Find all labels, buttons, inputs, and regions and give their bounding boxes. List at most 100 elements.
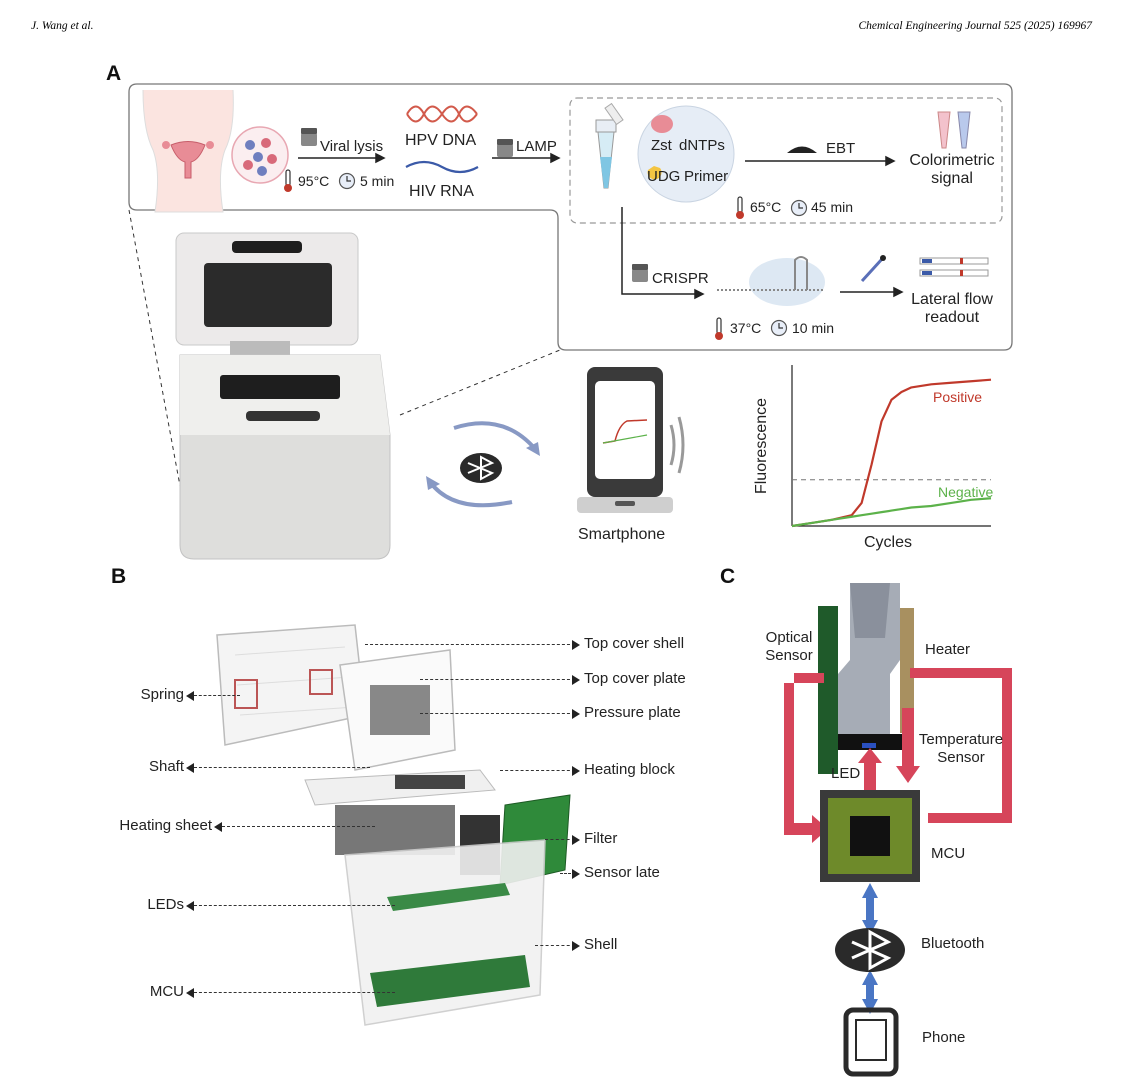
- mcu-board: [370, 955, 530, 1007]
- temperature-line-2: Sensor: [937, 749, 985, 766]
- hpv-dna-label: HPV DNA: [405, 132, 477, 149]
- dropper-icon: [860, 255, 886, 283]
- phone-block-icon: [843, 1007, 899, 1077]
- clock-icon-lamp: [790, 199, 808, 217]
- signal-line: signal: [931, 170, 973, 187]
- label-shaft: Shaft: [148, 758, 184, 775]
- leader-arrowhead: [572, 766, 580, 776]
- leader-line: [194, 992, 395, 993]
- leader-arrowhead: [572, 941, 580, 951]
- colorimetric-line: Colorimetric: [909, 152, 995, 169]
- bluetooth-sync-arrows: [426, 421, 540, 508]
- dna-helix-icon: [406, 105, 478, 123]
- label-filter: Filter: [584, 830, 618, 847]
- series-label-negative: Negative: [938, 484, 994, 500]
- leader-arrowhead: [572, 835, 580, 845]
- dntps-label: dNTPs: [679, 137, 725, 154]
- label-sensor-late: Sensor late: [584, 864, 660, 881]
- panel-label-b: B: [111, 565, 127, 588]
- amplification-chart: [791, 365, 992, 528]
- virus-particles-illustration: [231, 126, 289, 184]
- zst-label: Zst: [651, 137, 672, 154]
- exploded-device-view: [216, 624, 571, 1026]
- lysis-temperature: 95°C: [298, 173, 330, 189]
- lamp-temperature: 65°C: [750, 199, 782, 215]
- heater-device-icon: [301, 128, 317, 146]
- leader-line: [560, 873, 575, 874]
- leader-line: [194, 767, 370, 768]
- leader-line: [365, 644, 575, 645]
- label-pressure-plate: Pressure plate: [584, 704, 681, 721]
- colorimetric-signal-label: Colorimetric signal: [900, 152, 1004, 188]
- leader-arrowhead: [186, 901, 194, 911]
- led-label: LED: [831, 765, 861, 782]
- leader-arrowhead: [186, 763, 194, 773]
- series-line-negative: [791, 497, 992, 528]
- mcu-label: MCU: [931, 845, 966, 862]
- series-label-positive: Positive: [933, 389, 983, 405]
- temperature-sensor-label: Temperature Sensor: [910, 731, 1012, 767]
- primer-label: Primer: [684, 168, 729, 185]
- phone-label: Phone: [922, 1029, 966, 1046]
- bluetooth-icon: [460, 453, 502, 483]
- colorimetric-tubes-icon: [937, 111, 971, 149]
- label-top-cover-shell: Top cover shell: [584, 635, 685, 652]
- heater-label: Heater: [925, 641, 971, 658]
- leader-arrowhead: [572, 640, 580, 650]
- reaction-tube-icon: [595, 102, 624, 189]
- leader-line: [420, 679, 575, 680]
- leader-line: [194, 695, 240, 696]
- clock-icon-crispr: [770, 319, 788, 337]
- temperature-line-1: Temperature: [918, 731, 1004, 748]
- crispr-time: 10 min: [792, 320, 835, 336]
- clock-icon: [338, 172, 356, 190]
- lamp-label: LAMP: [516, 138, 557, 155]
- chart-xlabel: Cycles: [864, 534, 913, 551]
- label-heating-sheet: Heating sheet: [119, 817, 212, 834]
- heater-device-icon-lamp: [497, 139, 513, 157]
- leader-line: [500, 770, 575, 771]
- leader-line: [222, 826, 375, 827]
- label-leds: LEDs: [147, 896, 184, 913]
- lateral-flow-readout-label: Lateral flow readout: [900, 291, 1004, 327]
- rna-strand-icon: [405, 160, 479, 174]
- heater-strip: [900, 608, 914, 733]
- panel-label-a: A: [106, 62, 122, 85]
- optical-sensor-label: Optical Sensor: [758, 629, 820, 665]
- leader-arrowhead: [572, 709, 580, 719]
- lamp-time: 45 min: [811, 199, 854, 215]
- running-head-journal: Chemical Engineering Journal 525 (2025) …: [858, 20, 1092, 32]
- leader-line: [194, 905, 395, 906]
- leader-arrowhead: [572, 869, 580, 879]
- viral-lysis-label: Viral lysis: [320, 138, 384, 155]
- thermometer-icon-crispr: [715, 317, 723, 340]
- lateral-flow-line: Lateral flow: [911, 291, 993, 308]
- led-chip: [862, 743, 876, 748]
- bluetooth-label: Bluetooth: [921, 935, 985, 952]
- crispr-label: CRISPR: [652, 270, 709, 287]
- leader-arrowhead: [186, 691, 194, 701]
- panel-label-c: C: [720, 565, 736, 588]
- label-top-cover-plate: Top cover plate: [584, 670, 686, 687]
- leader-arrowhead: [186, 988, 194, 998]
- system-block-diagram: [784, 583, 1012, 1077]
- crispr-complex-icon: [717, 256, 825, 306]
- chart-ylabel: Fluorescence: [753, 397, 771, 495]
- label-mcu: MCU: [149, 983, 184, 1000]
- leader-arrowhead: [572, 675, 580, 685]
- heater-device-icon-crispr: [632, 264, 648, 282]
- leader-line: [420, 713, 575, 714]
- running-head-authors: J. Wang et al.: [31, 20, 94, 32]
- lysis-time: 5 min: [360, 173, 395, 189]
- device-photo: [175, 232, 391, 560]
- crispr-temperature: 37°C: [730, 320, 762, 336]
- readout-line: readout: [924, 309, 980, 326]
- ebt-powder-icon: [787, 146, 817, 153]
- thermometer-icon-lamp: [736, 196, 744, 219]
- optical-line-2: Sensor: [765, 647, 813, 664]
- smartphone-icon: [577, 367, 685, 513]
- leader-line: [535, 945, 575, 946]
- lateral-flow-strips-icon: [919, 257, 989, 277]
- label-spring: Spring: [140, 686, 184, 703]
